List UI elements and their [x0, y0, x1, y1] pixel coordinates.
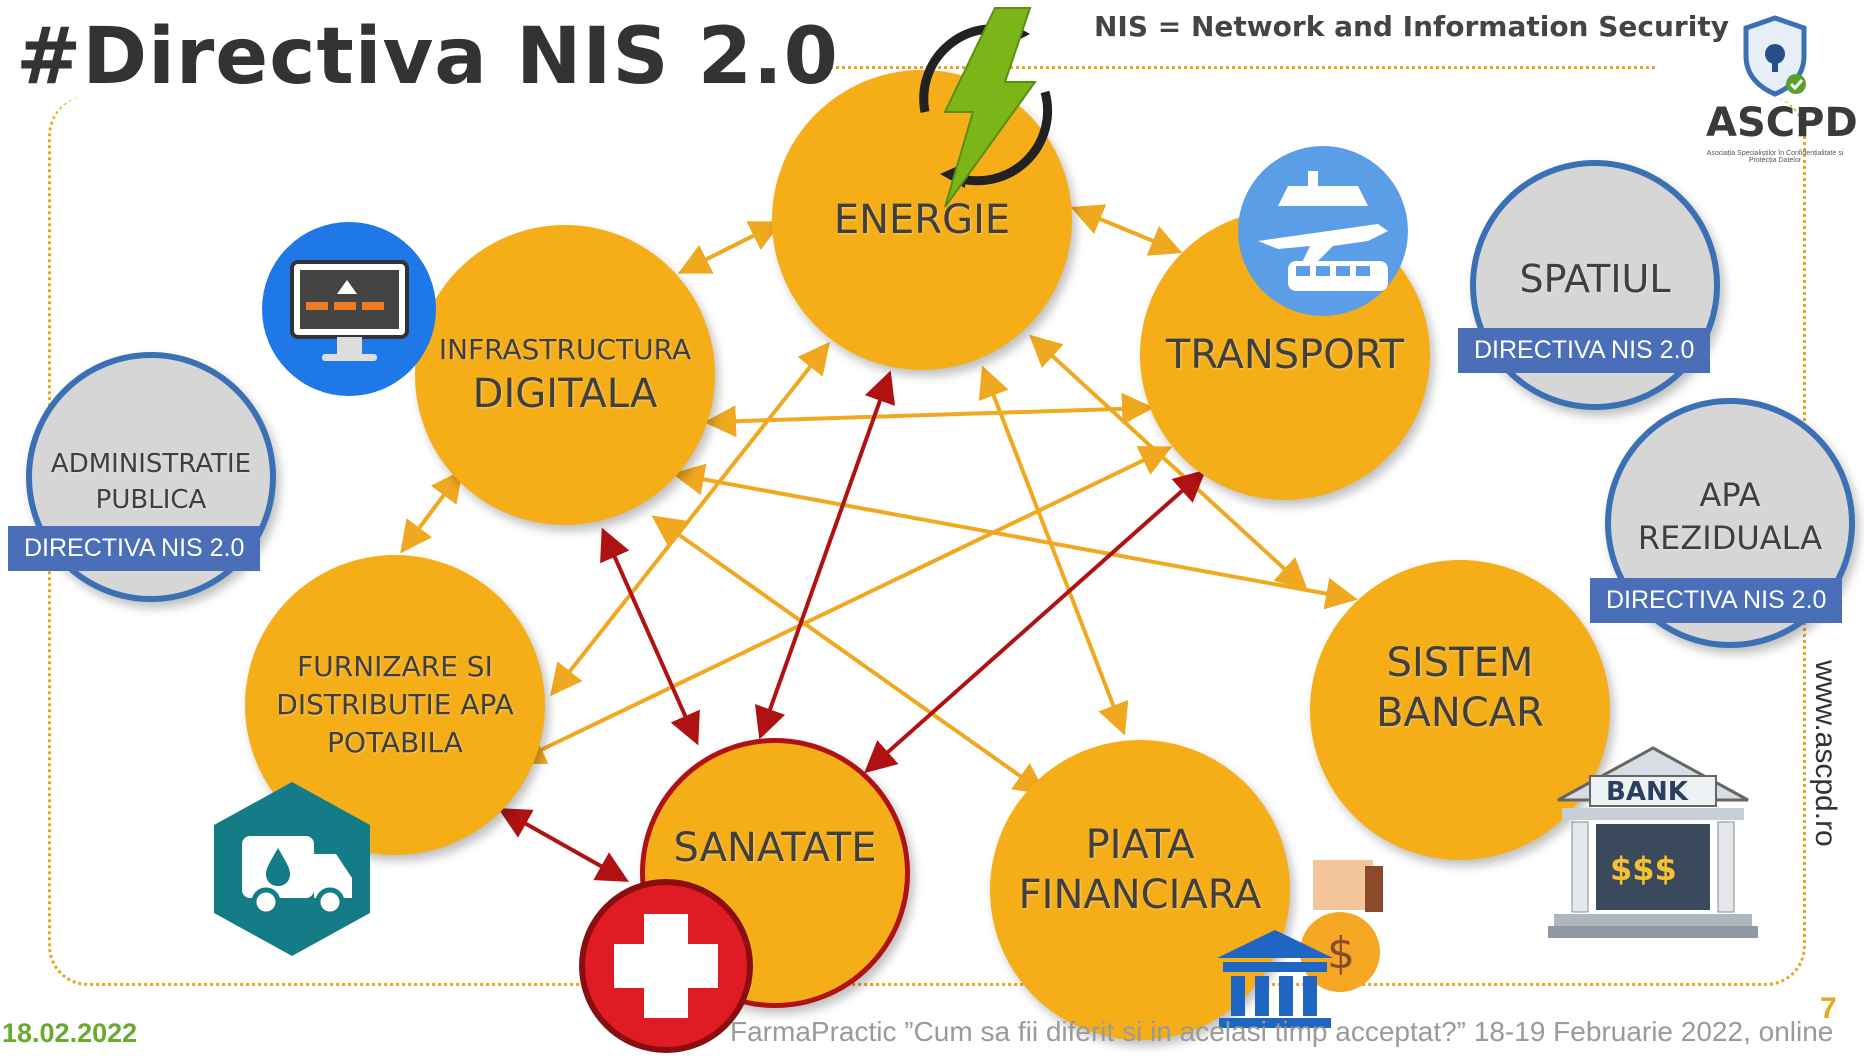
link-energie-bancar	[1029, 334, 1308, 591]
logo-tagline: Asociația Specialiștilor în Confidențial…	[1706, 150, 1844, 164]
lightning-cycle-icon	[919, 7, 1053, 208]
money-bag-symbol: $	[1327, 928, 1355, 979]
admin-label-1: ADMINISTRATIE	[50, 449, 252, 479]
link-energie-transport	[1070, 204, 1183, 256]
sector-piata-label-1: PIATA	[1085, 822, 1195, 868]
monitor-icon	[262, 222, 436, 396]
sector-piata-label-2: FINANCIARA	[1018, 872, 1262, 918]
dotted-divider	[825, 66, 1655, 69]
logo-text: ASCPD	[1706, 100, 1858, 146]
page-title: #Directiva NIS 2.0	[16, 12, 839, 102]
sector-apa-label-1: FURNIZARE SI	[297, 650, 493, 684]
footer-date: 18.02.2022	[2, 1018, 138, 1048]
sector-piata-financiara: PIATA FINANCIARA	[990, 740, 1290, 1040]
bank-building-icon: BANK $$$	[1548, 746, 1758, 938]
sector-sanatate-label: SANATATE	[673, 825, 877, 871]
sector-infra-label-2: DIGITALA	[472, 370, 658, 417]
rez-label-2: REZIDUALA	[1637, 519, 1823, 558]
sector-bancar-label-1: SISTEM	[1386, 640, 1534, 686]
sector-transport-label: TRANSPORT	[1165, 332, 1405, 378]
sector-infra-label-1: INFRASTRUCTURA	[438, 333, 692, 367]
shield-lock-icon	[1743, 15, 1807, 97]
subtitle: NIS = Network and Information Security	[1094, 10, 1729, 43]
link-infra-sanatate	[600, 527, 700, 746]
link-energie-sanatate	[754, 370, 896, 740]
transport-icon	[1238, 146, 1408, 316]
sector-bancar-label-2: BANCAR	[1376, 690, 1544, 736]
bank-sign-text: BANK	[1606, 777, 1689, 807]
admin-label-2: PUBLICA	[95, 485, 207, 516]
finance-icon: $	[1217, 860, 1383, 1028]
page-number: 7	[1820, 992, 1837, 1025]
link-infra-piata	[651, 515, 1047, 795]
bank-money-text: $$$	[1610, 850, 1677, 888]
directiva-tag-apa-reziduala: DIRECTIVA NIS 2.0	[1590, 578, 1843, 623]
sector-energie-label: ENERGIE	[833, 197, 1011, 243]
sector-sistem-bancar: SISTEM BANCAR	[1310, 560, 1610, 860]
spatiul-label: SPATIUL	[1519, 257, 1671, 301]
rez-label-1: APA	[1699, 476, 1761, 514]
link-transport-sanatate	[864, 469, 1206, 774]
medical-cross-icon	[579, 879, 753, 1053]
sector-apa-label-2: DISTRIBUTIE APA	[276, 688, 514, 722]
link-infra-energie	[677, 221, 783, 274]
directiva-tag-administratie: DIRECTIVA NIS 2.0	[8, 526, 261, 571]
directiva-tag-spatiul: DIRECTIVA NIS 2.0	[1458, 328, 1711, 373]
website-link[interactable]: www.ascpd.ro	[1809, 660, 1842, 847]
link-infra-apa	[400, 469, 463, 554]
sector-apa-label-3: POTABILA	[327, 725, 463, 759]
sector-infrastructura-digitala: INFRASTRUCTURA DIGITALA	[415, 225, 715, 525]
link-apa-sanatate	[498, 808, 629, 882]
footer-event: FarmaPractic ”Cum sa fii diferit si in a…	[730, 1016, 1834, 1047]
sector-energie: ENERGIE	[772, 70, 1072, 370]
water-truck-icon	[214, 782, 370, 956]
